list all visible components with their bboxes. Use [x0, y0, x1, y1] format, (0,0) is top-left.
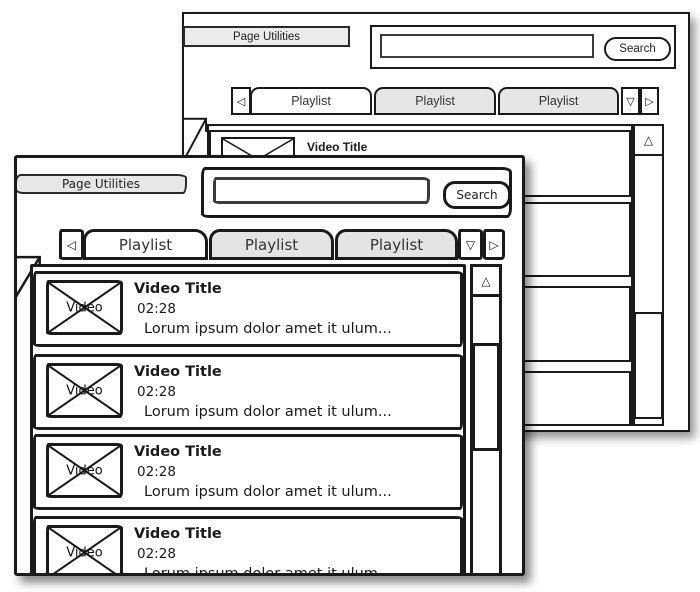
video-title: Video Title: [307, 140, 368, 154]
scroll-up-button[interactable]: △: [473, 267, 499, 297]
tab-overflow-dropdown-button[interactable]: ▽: [621, 87, 640, 115]
right-arrow-icon: ▷: [645, 95, 654, 108]
video-description: Lorum ipsum dolor amet it ulum...: [144, 566, 392, 576]
video-duration: 02:28: [137, 301, 176, 317]
video-thumbnail: Video: [46, 280, 123, 335]
search-group: Search: [201, 167, 512, 218]
image-placeholder-x-icon: [49, 283, 120, 332]
tab-label: Playlist: [415, 94, 455, 108]
video-title: Video Title: [134, 364, 222, 380]
search-button[interactable]: Search: [443, 181, 511, 209]
search-group: Search: [370, 25, 676, 69]
image-placeholder-x-icon: [49, 446, 120, 495]
tab-label: Playlist: [244, 235, 299, 254]
thumbnail-label: Video: [66, 300, 103, 315]
tab-scroll-left-button[interactable]: ◁: [59, 229, 84, 260]
thumbnail-label: Video: [66, 545, 103, 560]
right-arrow-icon: ▷: [489, 237, 499, 252]
video-title: Video Title: [134, 526, 222, 542]
left-arrow-icon: ◁: [66, 237, 77, 252]
video-duration: 02:28: [137, 464, 176, 480]
dropdown-triangle-icon: ▽: [626, 95, 635, 108]
tab-bar: ◁ Playlist Playlist Playlist ▽ ▷: [184, 87, 688, 116]
video-description: Lorum ipsum dolor amet it ulum...: [144, 484, 392, 500]
video-list-item[interactable]: Video Video Title 02:28 Lorum ipsum dolo…: [33, 354, 463, 430]
tab-bar: ◁ Playlist Playlist Playlist ▽ ▷: [17, 229, 522, 260]
tab-scroll-right-button[interactable]: ▷: [483, 229, 505, 260]
video-list-item[interactable]: Video Video Title 02:28 Lorum ipsum dolo…: [33, 516, 463, 576]
video-thumbnail: Video: [46, 525, 123, 576]
video-thumbnail: Video: [46, 363, 123, 418]
video-title: Video Title: [134, 281, 222, 297]
video-description: Lorum ipsum dolor amet it ulum...: [144, 321, 392, 337]
tab-label: Playlist: [538, 94, 579, 108]
thumbnail-label: Video: [66, 463, 103, 478]
up-triangle-icon: △: [643, 133, 654, 147]
tab-playlist-1[interactable]: Playlist: [250, 87, 372, 115]
video-list-item[interactable]: Video Video Title 02:28 Lorum ipsum dolo…: [33, 271, 463, 347]
scrollbar-thumb[interactable]: [634, 312, 663, 419]
video-list-panel: Video Video Title 02:28 Lorum ipsum dolo…: [30, 264, 466, 576]
image-placeholder-x-icon: [49, 366, 120, 415]
video-list-item[interactable]: Video Video Title 02:28 Lorum ipsum dolo…: [33, 434, 463, 510]
search-input[interactable]: [380, 34, 594, 58]
search-input[interactable]: [213, 177, 430, 204]
tab-label: Playlist: [118, 235, 173, 254]
tab-label: Playlist: [369, 235, 424, 254]
video-duration: 02:28: [137, 384, 176, 400]
left-arrow-icon: ◁: [236, 95, 246, 108]
video-thumbnail: Video: [46, 443, 123, 498]
tab-scroll-right-button[interactable]: ▷: [640, 87, 659, 115]
scrollbar[interactable]: △: [633, 124, 664, 426]
scrollbar[interactable]: △: [470, 264, 502, 573]
image-placeholder-x-icon: [49, 528, 120, 576]
tab-playlist-3[interactable]: Playlist: [335, 229, 458, 260]
tab-playlist-3[interactable]: Playlist: [498, 87, 619, 115]
video-duration: 02:28: [137, 546, 176, 562]
search-button[interactable]: Search: [604, 37, 671, 61]
page-utilities-bar[interactable]: Page Utilities: [183, 26, 350, 47]
video-description: Lorum ipsum dolor amet it ulum...: [144, 404, 392, 420]
tab-playlist-2[interactable]: Playlist: [209, 229, 334, 260]
tab-overflow-dropdown-button[interactable]: ▽: [458, 229, 483, 260]
tab-playlist-2[interactable]: Playlist: [374, 87, 496, 115]
dropdown-triangle-icon: ▽: [465, 237, 476, 252]
tab-scroll-left-button[interactable]: ◁: [231, 87, 251, 115]
front-window: Page Utilities Search ◁ Playlist Playlis…: [14, 155, 525, 576]
thumbnail-label: Video: [66, 383, 103, 398]
video-title: Video Title: [134, 444, 222, 460]
tab-label: Playlist: [291, 94, 331, 108]
scrollbar-thumb[interactable]: [472, 343, 500, 451]
up-triangle-icon: △: [481, 273, 491, 288]
tab-playlist-1[interactable]: Playlist: [83, 229, 208, 260]
scroll-up-button[interactable]: △: [635, 126, 662, 156]
page-utilities-bar[interactable]: Page Utilities: [17, 174, 187, 194]
